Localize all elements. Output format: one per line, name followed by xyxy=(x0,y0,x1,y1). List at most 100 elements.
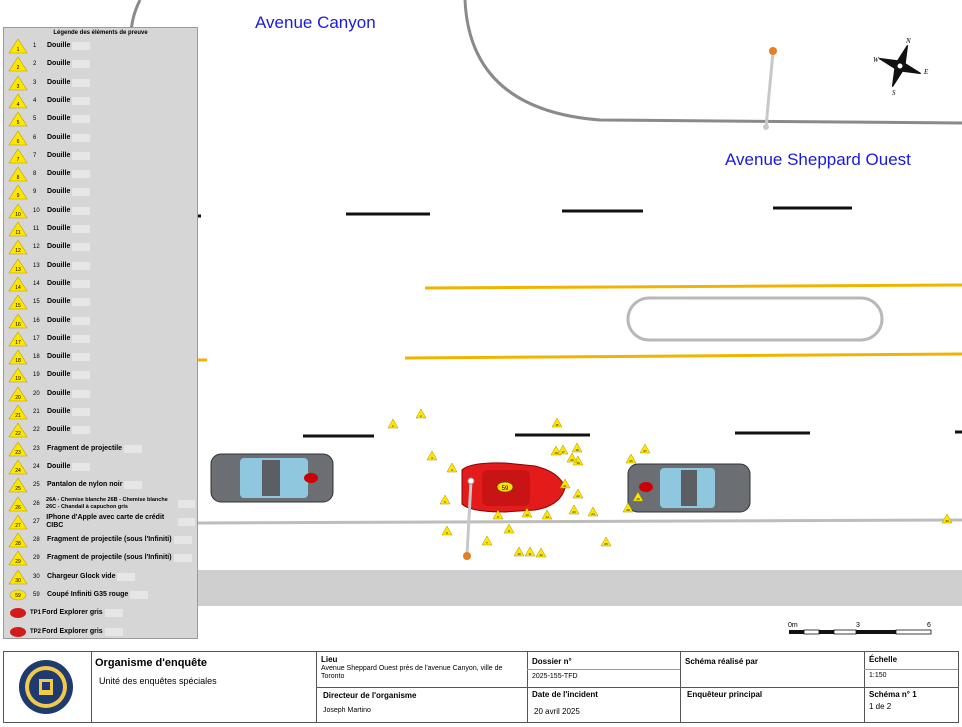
legend-item-desc: Chargeur Glock vide xyxy=(47,572,116,580)
legend-item-number: 5 xyxy=(33,116,37,123)
legend-item-bar xyxy=(130,591,149,599)
legend-item-number: 8 xyxy=(33,171,37,178)
evidence-triangle-icon: 29 xyxy=(8,550,28,566)
evidence-triangle-icon: 18 xyxy=(8,349,28,365)
legend-item-number: 29 xyxy=(33,555,40,562)
legend-item-desc: Douille xyxy=(47,408,71,415)
evidence-marker-number: 17 xyxy=(561,450,565,454)
legend-marker-number: 11 xyxy=(15,230,20,236)
legend-item-number: 10 xyxy=(33,207,40,214)
evidence-marker xyxy=(632,491,644,502)
dossier-heading: Dossier n° xyxy=(532,657,572,666)
schemano-cell: Schéma n° 1 1 de 2 xyxy=(864,687,958,722)
median-island xyxy=(626,296,884,342)
legend-item-bar xyxy=(72,60,91,69)
legend-marker-number: 24 xyxy=(15,468,21,474)
compass-w: W xyxy=(873,56,880,64)
legend-item-desc: Douille xyxy=(47,170,71,178)
evidence-marker-number: 14 xyxy=(545,515,549,519)
evidence-triangle-icon: 16 xyxy=(8,312,28,328)
legend-item-desc: Ford Explorer gris xyxy=(42,609,103,617)
legend-item-desc: Douille xyxy=(47,426,71,434)
legend-item-number: 13 xyxy=(33,262,40,269)
legend-item-number: 22 xyxy=(33,427,40,434)
lane-dashes-bottom xyxy=(303,430,962,438)
legend-item-number: 28 xyxy=(33,537,40,544)
evidence-marker xyxy=(446,462,458,473)
evidence-triangle-icon: 2 xyxy=(8,56,28,72)
legend-item-desc: Douille xyxy=(47,151,71,159)
evidence-marker-number: 8 xyxy=(497,515,499,519)
legend-item-desc: 26A - Chemise blanche 26B - Chemise blan… xyxy=(46,497,168,510)
legend-marker-number: 15 xyxy=(15,303,21,309)
legend-item-bar xyxy=(173,554,192,563)
lieu-heading: Lieu xyxy=(321,655,338,664)
evidence-triangle-icon: 14 xyxy=(8,276,28,292)
evidence-marker xyxy=(551,417,563,428)
legend-item-desc: Douille xyxy=(47,78,71,86)
evidence-triangle-icon: 28 xyxy=(8,532,28,548)
legend-item-bar xyxy=(72,426,91,435)
evidence-marker-number: 18 xyxy=(575,448,579,452)
legend-marker-number: 16 xyxy=(15,322,21,328)
legend-item-number: TP1 xyxy=(30,610,42,617)
legend-marker-number: 4 xyxy=(17,102,20,108)
legend-item-bar xyxy=(72,371,91,380)
echelle-value: 1:150 xyxy=(869,672,887,679)
legend-marker-number: 5 xyxy=(17,120,20,126)
schema-heading: Schéma réalisé par xyxy=(685,657,758,666)
evidence-marker xyxy=(426,450,438,461)
evidence-marker xyxy=(521,507,533,518)
evidence-marker-number: 26 xyxy=(629,459,633,463)
legend-item-desc: Douille xyxy=(47,462,71,470)
evidence-triangle-icon: 9 xyxy=(8,184,28,200)
legend-item-bar xyxy=(72,334,91,343)
compass-n: N xyxy=(905,37,911,45)
legend-item-number: 59 xyxy=(33,592,40,598)
curb-canyon-right xyxy=(463,0,962,125)
evidence-marker-number: 24 xyxy=(591,512,595,516)
evidence-triangle-icon: 27 xyxy=(8,514,28,530)
legend-item-bar xyxy=(117,572,136,581)
legend-item-desc: Fragment de projectile xyxy=(47,444,123,452)
evidence-marker-number: 1 xyxy=(392,424,394,428)
legend-item-desc: Douille xyxy=(47,225,71,232)
legend-item-bar xyxy=(72,96,91,105)
legend-marker-number: 25 xyxy=(15,486,21,492)
legend-item-number: 16 xyxy=(33,317,40,324)
evidence-triangle-icon: 12 xyxy=(8,239,28,255)
legend-item-desc: Douille xyxy=(47,188,71,196)
evidence-marker xyxy=(557,444,569,455)
legend-item-desc: Douille xyxy=(47,96,71,104)
evidence-marker xyxy=(639,443,651,454)
evidence-marker xyxy=(572,488,584,499)
evidence-marker-number: 11 xyxy=(528,552,531,556)
legend-item-number: 2 xyxy=(33,61,37,68)
legend-item-bar xyxy=(72,133,91,142)
red-ellipse-marker-icon xyxy=(10,626,26,637)
legend-item-desc: Douille xyxy=(47,42,71,49)
evidence-marker-number: 10 xyxy=(517,552,521,556)
compass-s: S xyxy=(892,89,896,97)
legend-item-desc: Douille xyxy=(47,60,71,68)
legend-item-bar xyxy=(72,78,91,87)
street-label-canyon: Avenue Canyon xyxy=(255,13,376,32)
evidence-marker-number: 22 xyxy=(576,494,580,498)
schemano-heading: Schéma n° 1 xyxy=(869,690,917,699)
vehicle-infiniti-red: 59 xyxy=(461,462,566,513)
sidewalk xyxy=(197,570,962,606)
lieu-value: Avenue Sheppard Ouest près de l'avenue C… xyxy=(321,665,503,680)
legend-item-desc: Douille xyxy=(47,133,71,141)
legend-item-desc: Douille xyxy=(47,115,71,123)
